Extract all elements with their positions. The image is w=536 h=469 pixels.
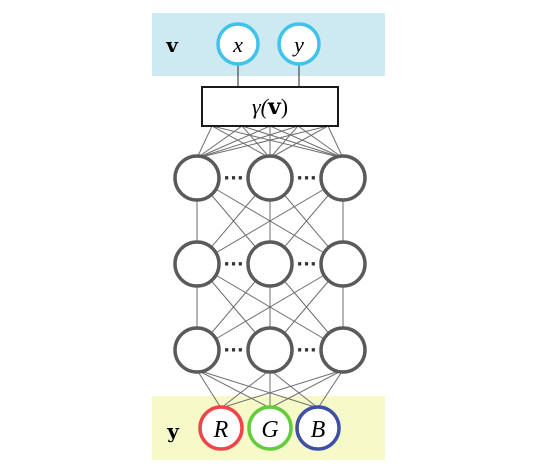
edge bbox=[297, 125, 344, 159]
edge bbox=[269, 125, 299, 159]
edge bbox=[196, 125, 329, 159]
edge bbox=[269, 369, 344, 409]
edge bbox=[317, 369, 344, 409]
hidden-node bbox=[173, 326, 221, 374]
encoding-box bbox=[201, 86, 339, 127]
hidden-node bbox=[173, 154, 221, 202]
input-node-x: x bbox=[216, 22, 260, 66]
hidden-node bbox=[246, 326, 294, 374]
output-node-r: R bbox=[198, 405, 244, 451]
ellipsis: ··· bbox=[296, 254, 317, 275]
ellipsis: ··· bbox=[223, 254, 244, 275]
input-node-y: y bbox=[277, 22, 321, 66]
input-node-label: y bbox=[292, 32, 304, 57]
edge bbox=[196, 125, 243, 159]
edge bbox=[196, 369, 271, 409]
ellipsis: ··· bbox=[296, 168, 317, 189]
edge bbox=[196, 125, 213, 159]
edge bbox=[241, 125, 271, 159]
edge bbox=[269, 369, 319, 409]
hidden-node bbox=[319, 326, 367, 374]
edge bbox=[196, 177, 344, 265]
edge bbox=[196, 369, 319, 409]
edge bbox=[196, 125, 299, 159]
hidden-node bbox=[319, 240, 367, 288]
ellipsis: ··· bbox=[223, 168, 244, 189]
edge bbox=[211, 125, 344, 159]
edge bbox=[211, 125, 271, 159]
edge bbox=[327, 125, 344, 159]
hidden-node bbox=[246, 240, 294, 288]
output-node-label: R bbox=[213, 417, 229, 443]
ellipsis: ··· bbox=[296, 340, 317, 361]
encoding-label: γ(v) bbox=[252, 94, 288, 120]
edge bbox=[241, 125, 344, 159]
output-node-label: G bbox=[261, 417, 278, 443]
input-node-label: x bbox=[232, 32, 243, 57]
hidden-node bbox=[246, 154, 294, 202]
edge bbox=[269, 125, 344, 159]
input-band-label: v bbox=[165, 33, 179, 57]
ellipsis: ··· bbox=[223, 340, 244, 361]
edge bbox=[269, 125, 329, 159]
output-node-label: B bbox=[311, 417, 326, 443]
output-node-b: B bbox=[295, 405, 341, 451]
output-node-g: G bbox=[247, 405, 293, 451]
hidden-node bbox=[319, 154, 367, 202]
output-band-label: y bbox=[166, 419, 180, 443]
edge bbox=[196, 263, 344, 351]
input-band bbox=[152, 13, 385, 76]
edge bbox=[196, 369, 222, 409]
edge bbox=[220, 369, 271, 409]
hidden-layers: ··· ··· ··· ··· ··· ··· bbox=[173, 154, 367, 374]
hidden-node bbox=[173, 240, 221, 288]
edge bbox=[220, 369, 344, 409]
